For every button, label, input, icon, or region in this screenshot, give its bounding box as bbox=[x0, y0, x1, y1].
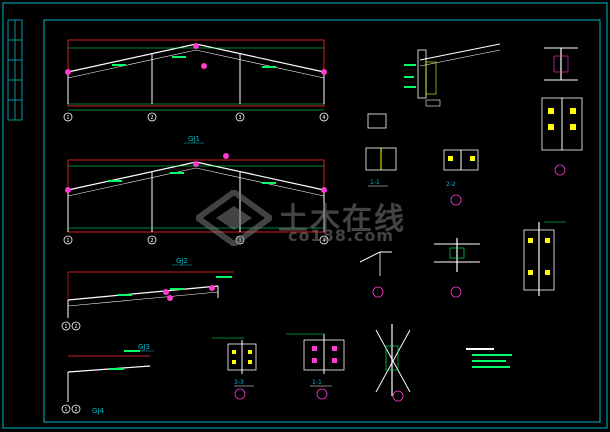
watermark-logo-icon bbox=[196, 190, 272, 246]
frame-gj4-label: GJ4 bbox=[92, 407, 104, 415]
frame-gj3-label: GJ3 bbox=[138, 343, 150, 351]
base-plate-detail-b bbox=[443, 149, 479, 206]
frame-gj1-axis-3: 3 bbox=[238, 115, 241, 121]
section-2-2-label: 2-2 bbox=[446, 181, 456, 188]
frame-gj3-axis-2: 2 bbox=[74, 324, 77, 330]
column-splice-detail bbox=[541, 47, 583, 176]
section-1-1-label-a: 1-1 bbox=[370, 179, 380, 186]
section-1-1-label-b: 1-1 bbox=[312, 379, 322, 386]
frame-gj4-axis-1: 1 bbox=[64, 407, 67, 413]
knee-joint-detail-b bbox=[286, 333, 345, 400]
watermark: 土木在线 co188.com bbox=[196, 188, 426, 248]
frame-gj3-axis-1: 1 bbox=[64, 324, 67, 330]
drawing-notes bbox=[466, 348, 512, 368]
binding-strip bbox=[7, 19, 23, 121]
beam-column-joint-detail bbox=[434, 238, 480, 298]
frame-gj3-elevation bbox=[61, 271, 234, 331]
frame-gj4-axis-2: 2 bbox=[74, 407, 77, 413]
knee-joint-detail-a bbox=[212, 337, 257, 400]
frame-gj1-axis-2: 2 bbox=[150, 115, 153, 121]
frame-gj1-axis-4: 4 bbox=[322, 115, 325, 121]
base-plate-detail-a bbox=[365, 113, 397, 187]
frame-gj2-axis-4: 4 bbox=[322, 238, 325, 244]
frame-gj2-label: GJ2 bbox=[176, 257, 188, 265]
purlin-support-detail bbox=[359, 251, 392, 298]
eave-connection-detail bbox=[404, 43, 501, 107]
frame-gj2-axis-1: 1 bbox=[66, 238, 69, 244]
bracing-node-detail bbox=[375, 324, 411, 402]
frame-gj2-axis-2: 2 bbox=[150, 238, 153, 244]
frame-gj1-elevation bbox=[63, 39, 329, 122]
frame-gj1-axis-1: 1 bbox=[66, 115, 69, 121]
inner-border bbox=[43, 19, 601, 423]
watermark-title: 土木在线 bbox=[278, 202, 406, 237]
watermark-subtitle: co188.com bbox=[288, 226, 395, 245]
frame-gj2-elevation bbox=[63, 153, 329, 245]
gable-column-detail bbox=[523, 221, 566, 296]
frame-gj1-label: GJ1 bbox=[188, 135, 200, 143]
frame-gj4-elevation bbox=[61, 350, 151, 414]
section-3-3-label: 3-3 bbox=[234, 379, 244, 386]
